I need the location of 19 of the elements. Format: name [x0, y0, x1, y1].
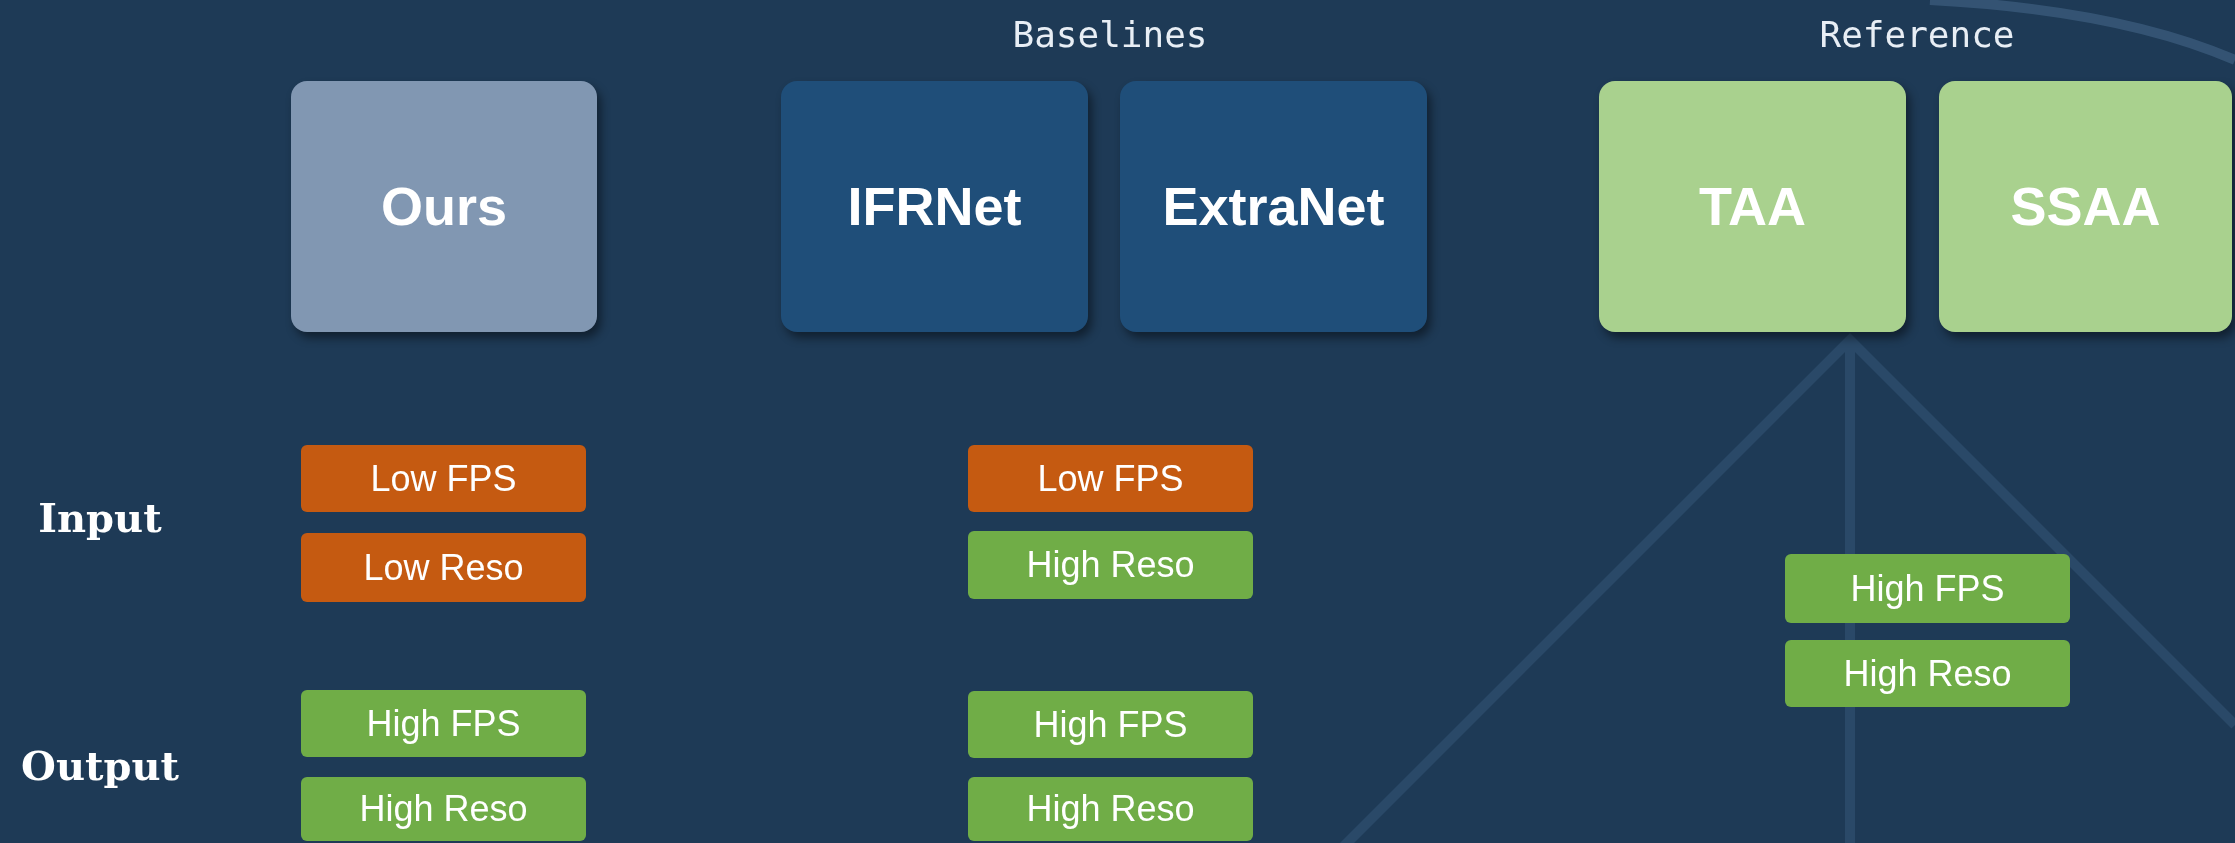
property-tag: Low Reso [301, 533, 586, 602]
property-tag: High Reso [301, 777, 586, 841]
method-card: TAA [1599, 81, 1906, 332]
section-heading: Reference [1818, 13, 2016, 57]
property-tag: High Reso [968, 531, 1253, 599]
method-card: ExtraNet [1120, 81, 1427, 332]
property-tag: Low FPS [301, 445, 586, 512]
property-tag: Low FPS [968, 445, 1253, 512]
method-card: IFRNet [781, 81, 1088, 332]
method-card: Ours [291, 81, 597, 332]
method-card: SSAA [1939, 81, 2232, 332]
property-tag: High FPS [1785, 554, 2070, 623]
property-tag: High FPS [968, 691, 1253, 758]
section-heading: Baselines [1011, 13, 1209, 57]
row-label: Output [20, 741, 180, 791]
row-label: Input [37, 493, 163, 543]
property-tag: High Reso [968, 777, 1253, 841]
property-tag: High Reso [1785, 640, 2070, 707]
property-tag: High FPS [301, 690, 586, 757]
